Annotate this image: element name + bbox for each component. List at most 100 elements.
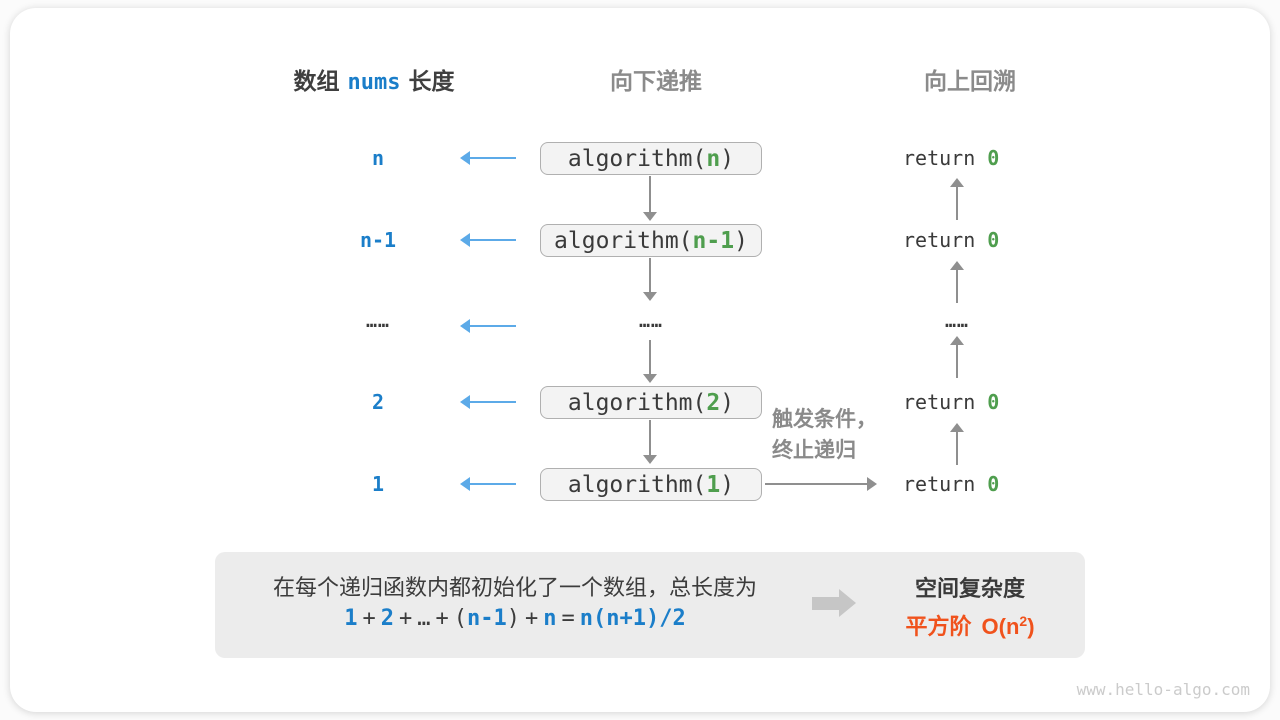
- formula-paren: ): [506, 606, 521, 631]
- call-close: ): [734, 227, 748, 254]
- down-arrow-icon: [642, 340, 658, 383]
- call-open: algorithm(: [554, 227, 693, 254]
- return-statement: return 0: [903, 470, 999, 498]
- up-arrow-icon: [949, 261, 965, 303]
- arrow-head: [460, 233, 470, 247]
- return-value: 0: [987, 146, 1000, 170]
- arrow-shaft: [955, 269, 959, 303]
- formula-term: n-1: [467, 606, 507, 631]
- call-box-2: algorithm(2): [540, 386, 762, 419]
- formula-ellipsis: …: [417, 606, 431, 631]
- up-arrow-icon: [949, 423, 965, 465]
- formula-result: n(n+1)/2: [579, 606, 686, 631]
- arrow-head: [950, 261, 964, 270]
- arrow-head: [460, 319, 470, 333]
- left-arrow-icon: [460, 477, 516, 491]
- arrow-head: [643, 292, 657, 301]
- length-label: 长度: [408, 68, 455, 94]
- return-statement: return 0: [903, 388, 999, 416]
- base-case-note: 触发条件， 终止递归: [772, 404, 902, 466]
- arrow-head: [643, 374, 657, 383]
- formula-operator: +: [399, 606, 413, 631]
- call-open: algorithm(: [567, 145, 707, 172]
- formula-operator: +: [435, 606, 449, 631]
- base-case-note-line2: 终止递归: [772, 439, 856, 462]
- return-keyword: return: [903, 228, 976, 252]
- arrow-shaft: [469, 156, 516, 160]
- summary-formula: 1+2+…+(n-1)+n=n(n+1)/2: [235, 606, 795, 631]
- left-arrow-icon: [460, 233, 516, 247]
- arrow-head: [950, 423, 964, 432]
- arrow-shaft: [648, 258, 652, 293]
- arrow-shaft: [648, 176, 652, 213]
- return-keyword: return: [903, 472, 976, 496]
- down-arrow-icon: [642, 176, 658, 221]
- length-label-n: n: [371, 146, 385, 170]
- arrow-head: [460, 151, 470, 165]
- call-close: ): [720, 145, 735, 172]
- return-value: 0: [987, 390, 1000, 414]
- block-arrow-tip: [839, 589, 856, 617]
- length-label-n-1: n-1: [359, 228, 397, 252]
- return-value: 0: [987, 228, 1000, 252]
- arrow-shaft: [648, 420, 652, 456]
- arrow-shaft: [469, 324, 516, 328]
- arrow-head: [460, 395, 470, 409]
- left-arrow-icon: [460, 319, 516, 333]
- up-arrow-icon: [949, 336, 965, 378]
- big-o-exponent: 2: [1019, 613, 1028, 629]
- complexity-order-label: 平方阶: [905, 614, 972, 639]
- call-box-n-1: algorithm(n-1): [540, 224, 762, 257]
- return-ellipsis: ……: [945, 311, 969, 332]
- nums-code-label: nums: [347, 70, 401, 95]
- call-arg: n-1: [692, 227, 735, 254]
- col-header-backtrack-up: 向上回溯: [924, 68, 1016, 94]
- base-case-note-line1: 触发条件，: [772, 408, 877, 431]
- return-value: 0: [987, 472, 1000, 496]
- call-box-1: algorithm(1): [540, 468, 762, 501]
- down-arrow-icon: [642, 258, 658, 301]
- arrow-shaft: [955, 431, 959, 465]
- length-label-2: 2: [371, 390, 385, 414]
- col-header-array-length: 数组 nums 长度: [264, 66, 484, 96]
- arrow-head: [460, 477, 470, 491]
- arrow-shaft: [469, 482, 516, 486]
- summary-text: 在每个递归函数内都初始化了一个数组，总长度为: [272, 575, 757, 600]
- call-arg: n: [706, 145, 721, 172]
- call-open: algorithm(: [567, 471, 707, 498]
- arrow-head: [950, 336, 964, 345]
- return-keyword: return: [903, 146, 976, 170]
- formula-operator: +: [362, 606, 376, 631]
- left-arrow-icon: [460, 151, 516, 165]
- call-arg: 2: [706, 389, 721, 416]
- big-o-close: ): [1027, 614, 1035, 639]
- formula-operator: =: [561, 606, 575, 631]
- length-ellipsis: ……: [366, 311, 390, 332]
- summary-panel: [215, 552, 1085, 658]
- arrow-shaft: [765, 482, 867, 486]
- block-arrow-bar: [812, 596, 839, 610]
- arrow-shaft: [469, 238, 516, 242]
- call-ellipsis: ……: [639, 311, 663, 332]
- formula-paren: (: [453, 606, 468, 631]
- formula-term: n: [543, 606, 557, 631]
- call-close: ): [720, 471, 735, 498]
- arrow-head: [643, 455, 657, 464]
- call-box-n: algorithm(n): [540, 142, 762, 175]
- arrow-shaft: [648, 340, 652, 375]
- complexity-title: 空间复杂度: [914, 576, 1025, 601]
- arrow-head: [643, 212, 657, 221]
- length-label-1: 1: [371, 472, 385, 496]
- arrow-shaft: [955, 344, 959, 378]
- arrow-shaft: [469, 400, 516, 404]
- up-arrow-icon: [949, 178, 965, 220]
- arrow-head: [950, 178, 964, 187]
- site-watermark: www.hello-algo.com: [1076, 680, 1250, 699]
- array-label: 数组: [293, 68, 340, 94]
- call-close: ): [720, 389, 735, 416]
- arrow-head: [867, 477, 877, 491]
- return-statement: return 0: [903, 144, 999, 172]
- return-keyword: return: [903, 390, 976, 414]
